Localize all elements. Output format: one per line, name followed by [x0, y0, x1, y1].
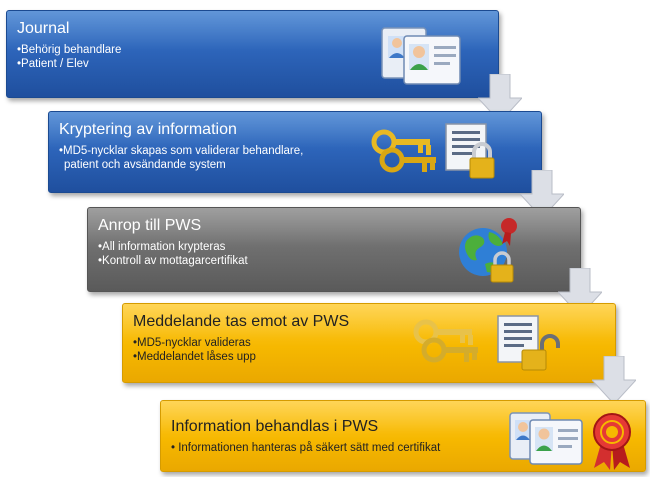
step-bullet: •All information krypteras	[98, 241, 226, 253]
id-cards-icon	[509, 412, 583, 465]
step-bullet: •Kontroll av mottagarcertifikat	[98, 255, 248, 267]
down-arrow-icon	[520, 170, 564, 218]
step-title: Kryptering av information	[59, 121, 237, 138]
step-bullet: •MD5-nycklar skapas som validerar behand…	[59, 145, 304, 157]
down-arrow-icon	[478, 74, 522, 122]
step-bullet: •Behörig behandlare	[17, 44, 122, 56]
globe-lock-certificate-icon	[459, 218, 517, 283]
id-cards-icon	[381, 27, 461, 85]
certificate-seal-icon	[593, 413, 631, 470]
keys-icon	[413, 319, 478, 363]
step-bullet: • Informationen hanteras på säkert sätt …	[171, 442, 441, 454]
locked-document-icon	[445, 123, 495, 179]
step-bullet: •Meddelandet låses upp	[133, 351, 256, 363]
step-bullet: •MD5-nycklar valideras	[133, 337, 251, 349]
step-title: Anrop till PWS	[98, 217, 202, 234]
step-bullet: patient och avsändande system	[64, 159, 226, 171]
step-title: Journal	[17, 20, 70, 37]
unlocked-document-icon	[497, 315, 560, 371]
keys-icon	[371, 129, 436, 173]
step-title: Information behandlas i PWS	[171, 418, 379, 435]
step-bullet: •Patient / Elev	[17, 58, 89, 70]
step-title: Meddelande tas emot av PWS	[133, 313, 350, 330]
down-arrow-icon	[592, 356, 636, 404]
